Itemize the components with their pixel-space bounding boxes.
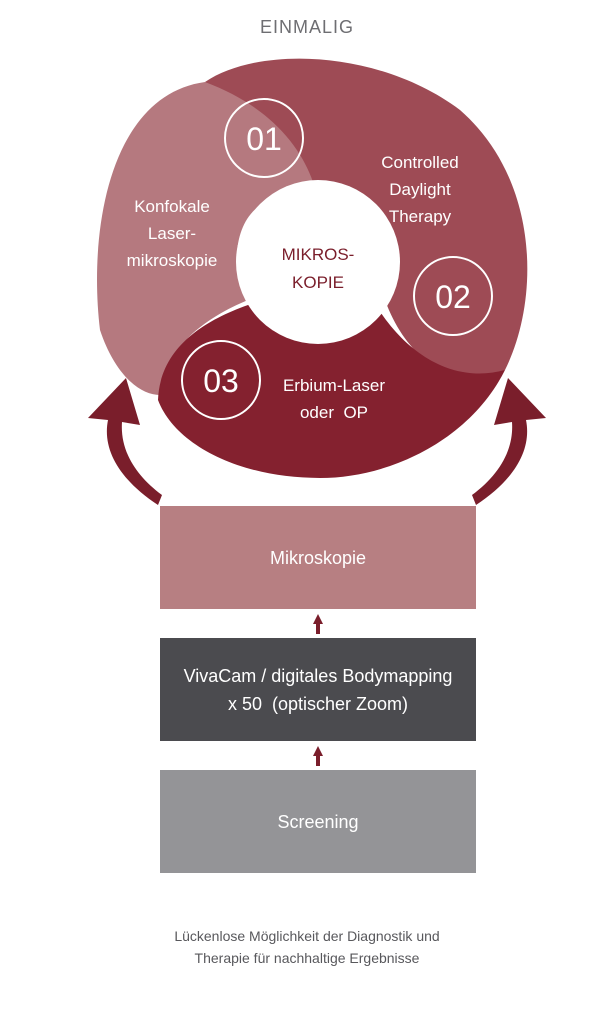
caption: Lückenlose Möglichkeit der Diagnostik un… [0, 925, 614, 969]
number-circle-01 [224, 98, 304, 178]
caption-line-2: Therapie für nachhaltige Ergebnisse [194, 950, 420, 966]
segment-01 [97, 82, 318, 395]
left-curved-arrow [88, 378, 162, 505]
number-circle-03 [181, 340, 261, 420]
caption-line-1: Lückenlose Möglichkeit der Diagnostik un… [174, 928, 440, 944]
segment-03-label-line-1: Erbium-Laser [283, 376, 385, 395]
einmalig-label: EINMALIG [259, 17, 355, 37]
segment-02-label-line-1: Controlled [381, 153, 459, 172]
vivacam-box: VivaCam / digitales Bodymapping x 50 (op… [160, 638, 476, 741]
segment-01-label-line-3: mikroskopie [127, 251, 218, 270]
segment-01-label-line-1: Konfokale [134, 197, 210, 216]
segment-02-label-line-2: Daylight [389, 180, 451, 199]
screening-box: Screening [160, 770, 476, 873]
number-03: 03 [203, 363, 239, 399]
segment-01-label-line-2: Laser- [148, 224, 196, 243]
center-circle [236, 180, 400, 344]
number-circle-02 [413, 256, 493, 336]
arrow-up-icon [313, 746, 323, 766]
arrow-up-icon [313, 614, 323, 634]
mikroskopie-label: Mikroskopie [269, 547, 367, 568]
number-02: 02 [435, 279, 471, 315]
segment-03-label-line-2: oder OP [300, 403, 368, 422]
segment-02-label-line-3: Therapy [389, 207, 452, 226]
vivacam-label-line-2: x 50 (optischer Zoom) [227, 693, 409, 714]
center-label-line-2: KOPIE [292, 273, 344, 292]
vivacam-label-line-1: VivaCam / digitales Bodymapping [183, 665, 453, 686]
right-curved-arrow [472, 378, 546, 505]
segment-03 [158, 295, 505, 478]
screening-label: Screening [277, 811, 359, 832]
number-01: 01 [246, 121, 282, 157]
mikroskopie-box: Mikroskopie [160, 506, 476, 609]
center-label-line-1: MIKROS- [282, 245, 355, 264]
